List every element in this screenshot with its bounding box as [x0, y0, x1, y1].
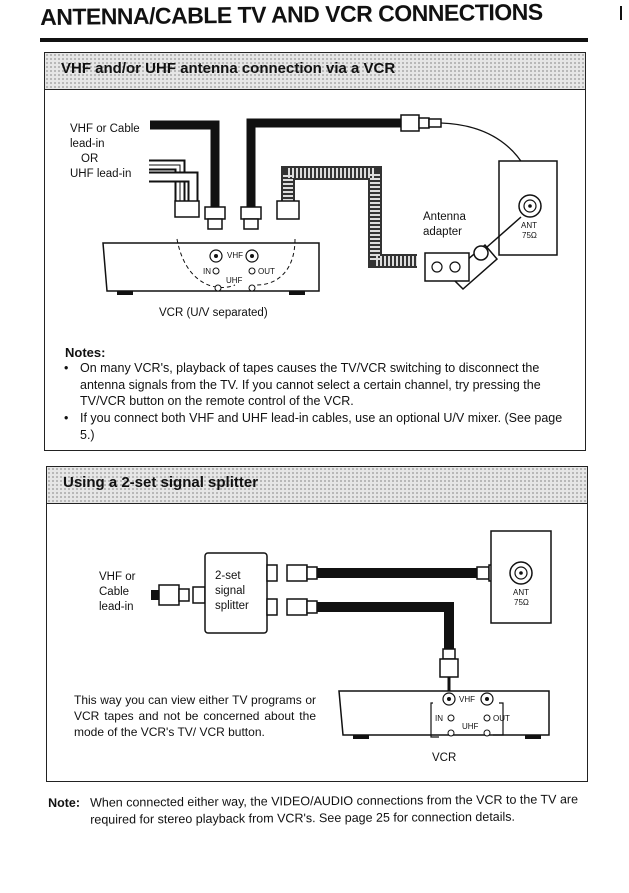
page-edge-mark [620, 6, 622, 20]
uhf-port-label: UHF [226, 276, 243, 285]
splitter-label-2: signal [215, 585, 246, 597]
note-item: • On many VCR's, playback of tapes cause… [64, 360, 568, 410]
section-header: VHF and/or UHF antenna connection via a … [45, 53, 585, 90]
antenna-adapter [424, 216, 522, 291]
or-label: OR [81, 153, 99, 165]
bullet: • [64, 411, 69, 425]
antenna-adapter-label-1: Antenna [423, 211, 466, 223]
vhf-port-label: VHF [459, 695, 475, 704]
antenna-adapter-label-2: adapter [423, 226, 463, 238]
bullet: • [64, 361, 69, 375]
in-port-label: IN [203, 267, 211, 276]
ohm-label: 75Ω [514, 598, 529, 607]
in-port-label: IN [435, 714, 443, 723]
splitter-diagram [151, 530, 552, 739]
vhf-label-3: lead-in [99, 601, 134, 613]
vcr-connection-diagram [102, 114, 558, 295]
notes-title: Notes: [65, 345, 106, 360]
out-port-label: OUT [258, 267, 275, 276]
vhf-label-1: VHF or [99, 571, 136, 583]
note-text: If you connect both VHF and UHF lead-in … [80, 411, 563, 442]
bottom-note: Note: When connected either way, the VID… [48, 791, 593, 826]
section-heading: VHF and/or UHF antenna connection via a … [61, 60, 396, 77]
splitter-label-3: splitter [215, 600, 249, 612]
vcr-label: VCR (U/V separated) [159, 307, 268, 319]
vhf-lead-in-label-2: lead-in [70, 138, 105, 150]
tv-back-panel [498, 160, 558, 256]
uhf-port-label: UHF [462, 722, 479, 731]
splitter-description: This way you can view either TV programs… [74, 693, 316, 739]
section-heading: Using a 2-set signal splitter [63, 474, 259, 491]
section-signal-splitter: Using a 2-set signal splitter [46, 466, 588, 782]
ant-label: ANT [513, 588, 529, 597]
vcr-label: VCR [432, 752, 457, 764]
vhf-label-2: Cable [99, 586, 130, 598]
vcr-body [102, 242, 320, 292]
section-header: Using a 2-set signal splitter [47, 467, 587, 504]
title-rule [40, 38, 588, 42]
f-connector [400, 114, 442, 132]
splitter-label-1: 2-set [215, 570, 241, 582]
splitter-body [204, 552, 268, 634]
note-item: • If you connect both VHF and UHF lead-i… [64, 410, 568, 443]
vcr-body [338, 690, 550, 736]
note-text: On many VCR's, playback of tapes causes … [80, 361, 541, 408]
uhf-lead-in-label: UHF lead-in [70, 168, 132, 180]
ant-label: ANT [521, 221, 537, 230]
out-port-label: OUT [493, 714, 510, 723]
bottom-note-label: Note: [48, 795, 81, 810]
vcr-output-cable [246, 118, 403, 218]
vhf-port-label: VHF [227, 251, 243, 260]
bottom-note-text: When connected either way, the VIDEO/AUD… [90, 792, 579, 827]
ohm-label: 75Ω [522, 231, 537, 240]
page-title: ANTENNA/CABLE TV AND VCR CONNECTIONS [40, 0, 543, 30]
vhf-lead-in-label-1: VHF or Cable [70, 123, 140, 135]
section-vhf-uhf-via-vcr: VHF and/or UHF antenna connection via a … [44, 52, 586, 451]
vhf-lead-in-cable [150, 120, 220, 218]
